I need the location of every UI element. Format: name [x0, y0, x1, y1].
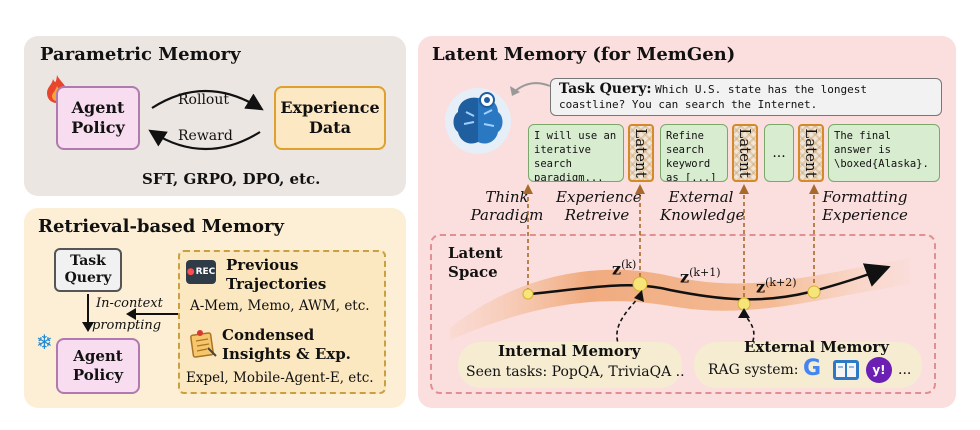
prev-trajectories-examples: A-Mem, Memo, AWM, etc. — [190, 298, 370, 314]
insights-title: Condensed Insights & Exp. — [222, 326, 351, 363]
z-k2-label: z(k+2) — [756, 276, 797, 297]
prompting-label: prompting — [92, 318, 162, 333]
internal-memory-title: Internal Memory — [498, 342, 641, 360]
prev-trajectories-title: Previous Trajectories — [226, 256, 327, 293]
agent-policy-box-2: Agent Policy — [56, 338, 140, 394]
query-to-policy-arrow — [82, 294, 94, 332]
ellipsis-bubble: ... — [764, 124, 794, 182]
prompting-arrow — [126, 308, 178, 320]
rec-icon: ●REC — [186, 260, 216, 284]
latent-token-2: Latent — [732, 124, 758, 182]
think-paradigm-label: Think Paradigm — [470, 188, 544, 224]
query-to-agent-arrow — [510, 82, 551, 96]
z-k-label: z(k) — [612, 258, 637, 279]
insights-examples: Expel, Mobile-Agent-E, etc. — [186, 370, 374, 386]
parametric-methods: SFT, GRPO, DPO, etc. — [142, 170, 321, 188]
formatting-experience-label: Formatting Experience — [822, 188, 908, 224]
experience-data-box: Experience Data — [274, 86, 386, 150]
google-icon: G — [802, 356, 822, 381]
latent-space-drawing — [450, 184, 910, 349]
experience-data-label: Experience Data — [280, 98, 380, 137]
latent-node-4 — [807, 285, 821, 299]
parametric-memory-title: Parametric Memory — [40, 44, 241, 65]
rag-system-label: RAG system: — [708, 362, 799, 378]
in-context-label: In-context — [96, 296, 163, 311]
retrieval-memory-title: Retrieval-based Memory — [38, 216, 284, 237]
notepad-icon — [188, 328, 218, 358]
agent-policy-label: Agent Policy — [71, 98, 125, 137]
yahoo-icon-text: y! — [872, 363, 886, 377]
task-query-heading: Task Query: — [559, 81, 652, 97]
ellipsis-label: ... — [772, 145, 786, 161]
book-icon — [832, 358, 860, 382]
reasoning-bubble-2: Refine search keyword as [...] — [660, 124, 728, 182]
snowflake-icon: ❄ — [36, 330, 53, 354]
latent-memory-title: Latent Memory (for MemGen) — [432, 44, 736, 65]
rollout-reward-arrows — [148, 89, 264, 151]
latent-space-box — [430, 234, 936, 394]
brain-agent-icon — [440, 86, 516, 156]
latent-token-1: Latent — [628, 124, 654, 182]
external-knowledge-label: External Knowledge — [660, 188, 745, 224]
reward-label: Reward — [178, 128, 233, 144]
z-k1-label: z(k+1) — [680, 266, 721, 287]
external-more: ... — [898, 362, 912, 378]
reasoning-bubble-3: The final answer is \boxed{Alaska}. — [828, 124, 940, 182]
internal-memory-text: Seen tasks: PopQA, TriviaQA .. — [466, 364, 685, 380]
latent-token-1-label: Latent — [632, 128, 650, 178]
task-query-label: Task Query — [64, 253, 112, 286]
task-query-bubble: Task Query: Which U.S. state has the lon… — [550, 78, 942, 116]
internal-memory-box — [458, 342, 682, 388]
yahoo-icon: y! — [866, 357, 892, 383]
agent-policy-box: Agent Policy — [56, 86, 140, 150]
external-memory-title: External Memory — [744, 338, 889, 356]
latent-space-label: Latent Space — [448, 244, 503, 281]
latent-token-3: Latent — [798, 124, 824, 182]
latent-token-2-label: Latent — [736, 128, 754, 178]
latent-node-1 — [522, 288, 534, 300]
experience-retreive-label: Experience Retreive — [556, 188, 642, 224]
task-query-text: Which U.S. state has the longest coastli… — [559, 83, 867, 111]
rec-icon-text: REC — [195, 267, 216, 277]
agent-policy-label-2: Agent Policy — [72, 347, 124, 384]
latent-node-2 — [632, 276, 648, 292]
rollout-label: Rollout — [178, 92, 229, 108]
reasoning-bubble-1: I will use an iterative search paradigm.… — [528, 124, 624, 182]
task-query-box: Task Query — [54, 248, 122, 292]
latent-token-3-label: Latent — [802, 128, 820, 178]
